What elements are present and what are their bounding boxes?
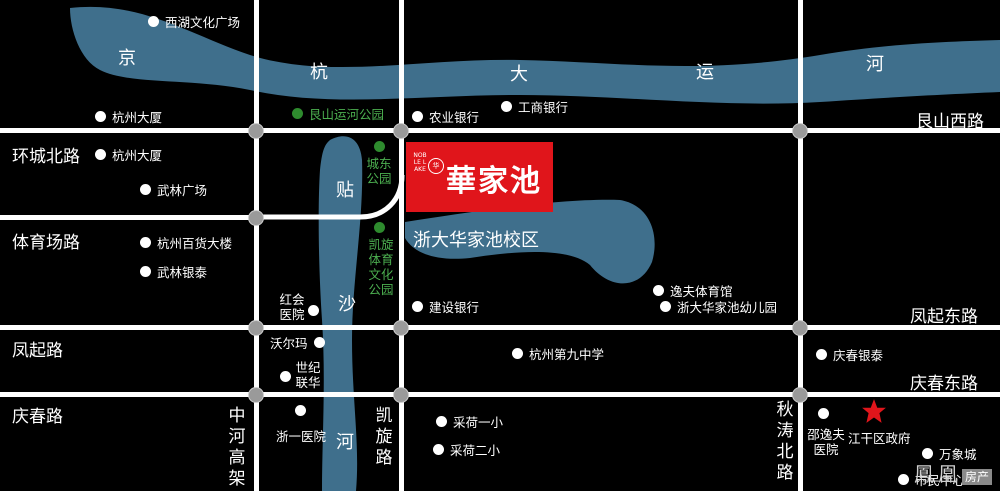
tiesha-char: 河 [336, 432, 354, 453]
canal-char: 河 [866, 54, 884, 75]
poi-no9-school: 杭州第九中学 [512, 344, 604, 363]
brand-seal: 华 [428, 158, 444, 174]
junction-node [393, 320, 409, 336]
poi-mixc: 万象城 [922, 444, 977, 463]
poi-wulin-intime: 武林银泰 [140, 262, 207, 281]
poi-dot-icon [313, 337, 325, 348]
road-genshan-west [0, 128, 1000, 133]
tiesha-char: 贴 [336, 180, 354, 201]
grand-canal [70, 6, 1000, 104]
junction-node [792, 387, 808, 403]
poi-dot-icon [140, 266, 151, 277]
road-zhonghe [254, 0, 259, 491]
junction-node [792, 123, 808, 139]
poi-civic-center: 市民中心 [898, 470, 965, 489]
road-label-qingchun-east: 庆春东路 [910, 374, 978, 394]
poi-abc-bank: 农业银行 [412, 107, 479, 126]
junction-node [248, 123, 264, 139]
road-qingchun [0, 392, 1000, 397]
road-label-fengqi-east: 凤起东路 [910, 307, 978, 327]
poi-dot-icon [433, 444, 444, 455]
canal-char: 大 [510, 64, 528, 85]
poi-walmart: 沃尔玛 [270, 333, 331, 352]
poi-genshan-park: 艮山运河公园 [292, 104, 384, 123]
poi-dot-icon [922, 448, 933, 459]
poi-kaixuan-park: 凯旋体育文化公园 [368, 237, 394, 297]
poi-dot-icon [818, 408, 829, 419]
tiesha-char: 沙 [338, 294, 356, 315]
poi-caihe-2: 采荷二小 [433, 440, 500, 459]
poi-zheyi-hospital: 浙一医院 [276, 429, 327, 444]
junction-node [248, 320, 264, 336]
junction-node [393, 123, 409, 139]
poi-dot-icon [140, 184, 151, 195]
road-label-zhonghe: 中河高架 [228, 406, 246, 489]
star-icon [862, 399, 886, 423]
park-dot-icon [292, 108, 303, 119]
poi-wulin-square: 武林广场 [140, 180, 207, 199]
poi-dot-icon [148, 16, 159, 27]
canal-char: 运 [696, 62, 714, 83]
poi-hangzhou-tower: 杭州大厦 [95, 107, 162, 126]
road-qiutao [798, 0, 803, 491]
road-label-tiyuchang: 体育场路 [12, 233, 80, 253]
brand-english: NOBLE LAKE [413, 152, 427, 173]
park-dot-icon [374, 141, 385, 152]
poi-xihu-plaza: 西湖文化广场 [148, 12, 240, 31]
poi-jianggan-gov: 江干区政府 [848, 431, 911, 446]
brand-name: 華家池 [446, 164, 542, 199]
watermark-logo: 鳳凰房产 [914, 458, 992, 487]
junction-node [248, 210, 264, 226]
road-label-genshan-west: 艮山西路 [916, 112, 984, 132]
poi-hz-department: 杭州百货大楼 [140, 233, 232, 252]
poi-dot-icon [280, 371, 291, 382]
poi-dot-icon [412, 111, 423, 122]
poi-hongkui-hospital: 红会医院 [279, 292, 305, 322]
road-fengqi [0, 325, 1000, 330]
huajiachi-lake [405, 199, 655, 284]
poi-icbc: 工商银行 [501, 97, 568, 116]
poi-dot-icon [501, 101, 512, 112]
road-kaixuan [399, 0, 404, 491]
canal-char: 杭 [310, 62, 328, 83]
poi-hangzhou-tower: 杭州大厦 [95, 145, 162, 164]
poi-ccb: 建设银行 [412, 297, 479, 316]
poi-shaoyifu-hospital: 邵逸夫医院 [807, 427, 845, 457]
poi-yifu-gym: 逸夫体育馆 [653, 281, 733, 300]
poi-dot-icon [436, 416, 447, 427]
poi-dot-icon [653, 285, 664, 296]
poi-dot-icon [140, 237, 151, 248]
poi-dot-icon [512, 348, 523, 359]
poi-chengdong-park: 城东公园 [366, 156, 392, 186]
road-label-fengqi: 凤起路 [12, 341, 63, 361]
project-brand-block: NOBLE LAKE 华 華家池 [406, 142, 553, 212]
poi-dot-icon [95, 111, 106, 122]
junction-node [248, 387, 264, 403]
road-label-kaixuan: 凯旋路 [375, 406, 393, 468]
poi-qingchun-intime: 庆春银泰 [816, 345, 883, 364]
road-label-huancheng-north: 环城北路 [12, 147, 80, 167]
poi-century-union: 世纪联华 [295, 360, 321, 390]
tiesha-river [318, 136, 363, 491]
poi-dot-icon [898, 474, 909, 485]
canal-char: 京 [118, 48, 136, 69]
junction-node [393, 387, 409, 403]
poi-dot-icon [95, 149, 106, 160]
poi-dot-icon [412, 301, 423, 312]
poi-dot-icon [660, 301, 671, 312]
road-label-qingchun: 庆春路 [12, 407, 63, 427]
poi-dot-icon [295, 405, 306, 416]
road-label-qiutao: 秋涛北路 [776, 400, 794, 483]
poi-zju-kindergarten: 浙大华家池幼儿园 [660, 297, 777, 316]
poi-caihe-1: 采荷一小 [436, 412, 503, 431]
lake-label: 浙大华家池校区 [413, 230, 539, 251]
junction-node [792, 320, 808, 336]
poi-dot-icon [816, 349, 827, 360]
road-tiyuchang-w [0, 215, 258, 220]
poi-dot-icon [308, 305, 319, 316]
park-dot-icon [374, 222, 385, 233]
